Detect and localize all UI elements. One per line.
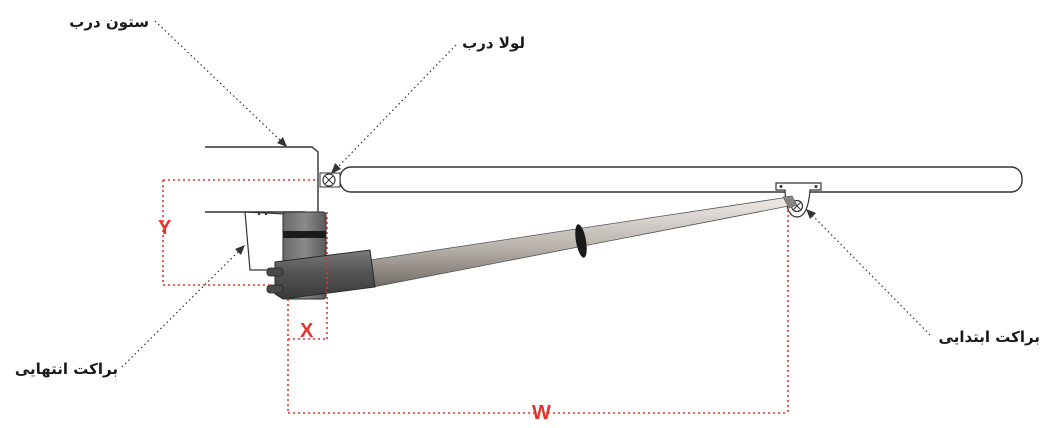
arrow-door-column — [277, 137, 287, 147]
label-door-hinge: لولا درب — [462, 34, 525, 52]
door-leaf — [339, 166, 1023, 193]
leader-door-hinge — [335, 44, 457, 170]
leader-door-column — [154, 20, 284, 144]
leader-end-bracket — [121, 249, 241, 368]
leader-arrows — [235, 137, 816, 255]
label-door-column: ستون درب — [69, 13, 149, 31]
leader-lines — [121, 20, 931, 368]
arrow-end-bracket — [235, 245, 245, 255]
label-end-bracket: براکت انتهایی — [15, 360, 118, 378]
leader-start-bracket — [809, 212, 931, 336]
dimension-label-x: X — [300, 320, 314, 342]
arrow-door-hinge — [331, 163, 341, 174]
door-column — [205, 146, 319, 213]
dimension-lines — [162, 179, 789, 414]
arrow-start-bracket — [806, 209, 816, 219]
linear-actuator — [266, 195, 798, 300]
dimension-label-y: Y — [158, 217, 172, 239]
door-hinge — [319, 172, 341, 188]
start-bracket — [775, 182, 822, 218]
label-start-bracket: براکت ابتدایی — [939, 328, 1040, 346]
rod-ring — [575, 224, 587, 258]
dimension-label-w: W — [532, 402, 551, 424]
